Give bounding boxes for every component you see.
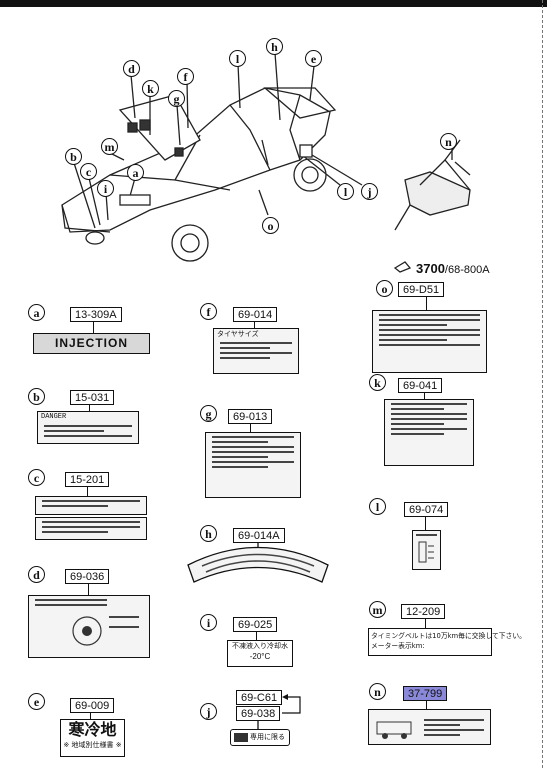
label-k-callout: k xyxy=(369,374,386,391)
callout-g: g xyxy=(168,90,185,107)
label-b-leader xyxy=(89,404,91,411)
label-i-sticker: 不凍液入り冷却水 -20°C xyxy=(227,640,293,667)
callout-a: a xyxy=(127,164,144,181)
callout-d: d xyxy=(123,60,140,77)
label-d-callout: d xyxy=(28,566,45,583)
label-n-callout: n xyxy=(369,683,386,700)
label-e-code: 69-009 xyxy=(70,698,115,713)
label-b-text: DANGER xyxy=(41,413,67,421)
top-border xyxy=(0,0,547,7)
label-o-code: 69-D51 xyxy=(398,282,445,297)
label-l-callout: l xyxy=(369,498,386,515)
callout-e: e xyxy=(305,50,322,67)
callout-c: c xyxy=(80,163,97,180)
label-c-sticker-top xyxy=(35,496,147,515)
callout-l-side: l xyxy=(337,183,354,200)
label-n-code[interactable]: 37-799 xyxy=(403,686,448,701)
label-j-callout: j xyxy=(200,703,217,720)
label-k-sticker xyxy=(384,399,474,466)
label-e-leader xyxy=(90,712,92,719)
label-j-badge-icon xyxy=(234,733,248,742)
jack-part-number-main: 3700 xyxy=(416,261,445,276)
label-n-leader xyxy=(426,700,428,709)
label-j-text: 専用に限る xyxy=(250,733,285,741)
callout-f: f xyxy=(177,68,194,85)
label-m-text: タイミングベルトは10万km毎に交換して下さい。 xyxy=(371,632,526,640)
label-k-code: 69-041 xyxy=(398,378,443,393)
label-k-leader xyxy=(424,392,426,399)
label-o-sticker xyxy=(372,310,487,373)
label-a-text: INJECTION xyxy=(54,336,128,350)
label-f-callout: f xyxy=(200,303,217,320)
label-n-car-diagram xyxy=(376,721,412,739)
label-e-subtext: ※ 地域別仕様書 ※ xyxy=(63,741,122,749)
label-h-code: 69-014A xyxy=(233,528,285,543)
label-i-code: 69-025 xyxy=(233,617,278,632)
label-d-code: 69-036 xyxy=(65,569,110,584)
label-m-callout: m xyxy=(369,601,386,618)
label-a-callout: a xyxy=(28,304,45,321)
label-d-sticker xyxy=(28,595,150,658)
label-f-code: 69-014 xyxy=(233,307,278,322)
jack-part-number: 3700/68-800A xyxy=(416,260,490,278)
callout-o: o xyxy=(262,217,279,234)
label-g-code: 69-013 xyxy=(228,409,273,424)
label-d-diagram xyxy=(72,616,102,646)
label-b-callout: b xyxy=(28,388,45,405)
label-a-sticker: INJECTION xyxy=(33,333,150,354)
label-l-sticker xyxy=(412,530,441,570)
label-l-code: 69-074 xyxy=(404,502,449,517)
label-i-callout: i xyxy=(200,614,217,631)
label-d-leader xyxy=(88,583,90,595)
label-l-diagram xyxy=(418,541,434,563)
callout-j: j xyxy=(361,183,378,200)
label-f-text: タイヤサイズ xyxy=(217,330,259,338)
label-l-leader xyxy=(425,516,427,530)
label-n-sticker xyxy=(368,709,491,745)
callout-m: m xyxy=(101,138,118,155)
label-e-text: 寒冷地 xyxy=(68,720,117,739)
label-m-leader xyxy=(425,618,427,628)
label-c-sticker-bottom xyxy=(35,517,147,540)
label-f-sticker: タイヤサイズ xyxy=(213,328,299,374)
label-o-leader xyxy=(426,296,428,310)
label-c-callout: c xyxy=(28,469,45,486)
callout-n: n xyxy=(440,133,457,150)
callout-l-top: l xyxy=(229,50,246,67)
label-i-text: 不凍液入り冷却水 xyxy=(232,642,288,650)
label-i-leader xyxy=(256,631,258,640)
label-e-callout: e xyxy=(28,693,45,710)
label-g-callout: g xyxy=(200,405,217,422)
label-m-subtext: メーター表示km: xyxy=(371,642,425,650)
label-f-leader xyxy=(254,321,256,328)
label-b-code: 15-031 xyxy=(70,390,115,405)
label-g-sticker xyxy=(205,432,301,498)
car-illustration xyxy=(61,52,471,273)
right-border xyxy=(542,0,547,768)
label-e-sticker: 寒冷地 ※ 地域別仕様書 ※ xyxy=(60,719,125,757)
label-j-sticker: 専用に限る xyxy=(230,729,290,746)
label-h-callout: h xyxy=(200,525,217,542)
label-i-subtext: -20°C xyxy=(249,652,271,661)
callout-k: k xyxy=(142,80,159,97)
callout-b: b xyxy=(65,148,82,165)
callout-i: i xyxy=(97,180,114,197)
label-j-code-1: 69-C61 xyxy=(236,690,283,705)
jack-part-number-suffix: /68-800A xyxy=(444,264,490,276)
label-m-sticker: タイミングベルトは10万km毎に交換して下さい。 メーター表示km: xyxy=(368,628,526,656)
callout-h: h xyxy=(266,38,283,55)
label-m-code: 12-209 xyxy=(401,604,446,619)
label-g-leader xyxy=(250,423,252,432)
label-o-callout: o xyxy=(376,280,393,297)
label-a-code: 13-309A xyxy=(70,307,122,322)
label-b-sticker: DANGER xyxy=(37,411,139,444)
label-a-leader xyxy=(93,321,95,333)
label-c-leader xyxy=(87,486,89,496)
